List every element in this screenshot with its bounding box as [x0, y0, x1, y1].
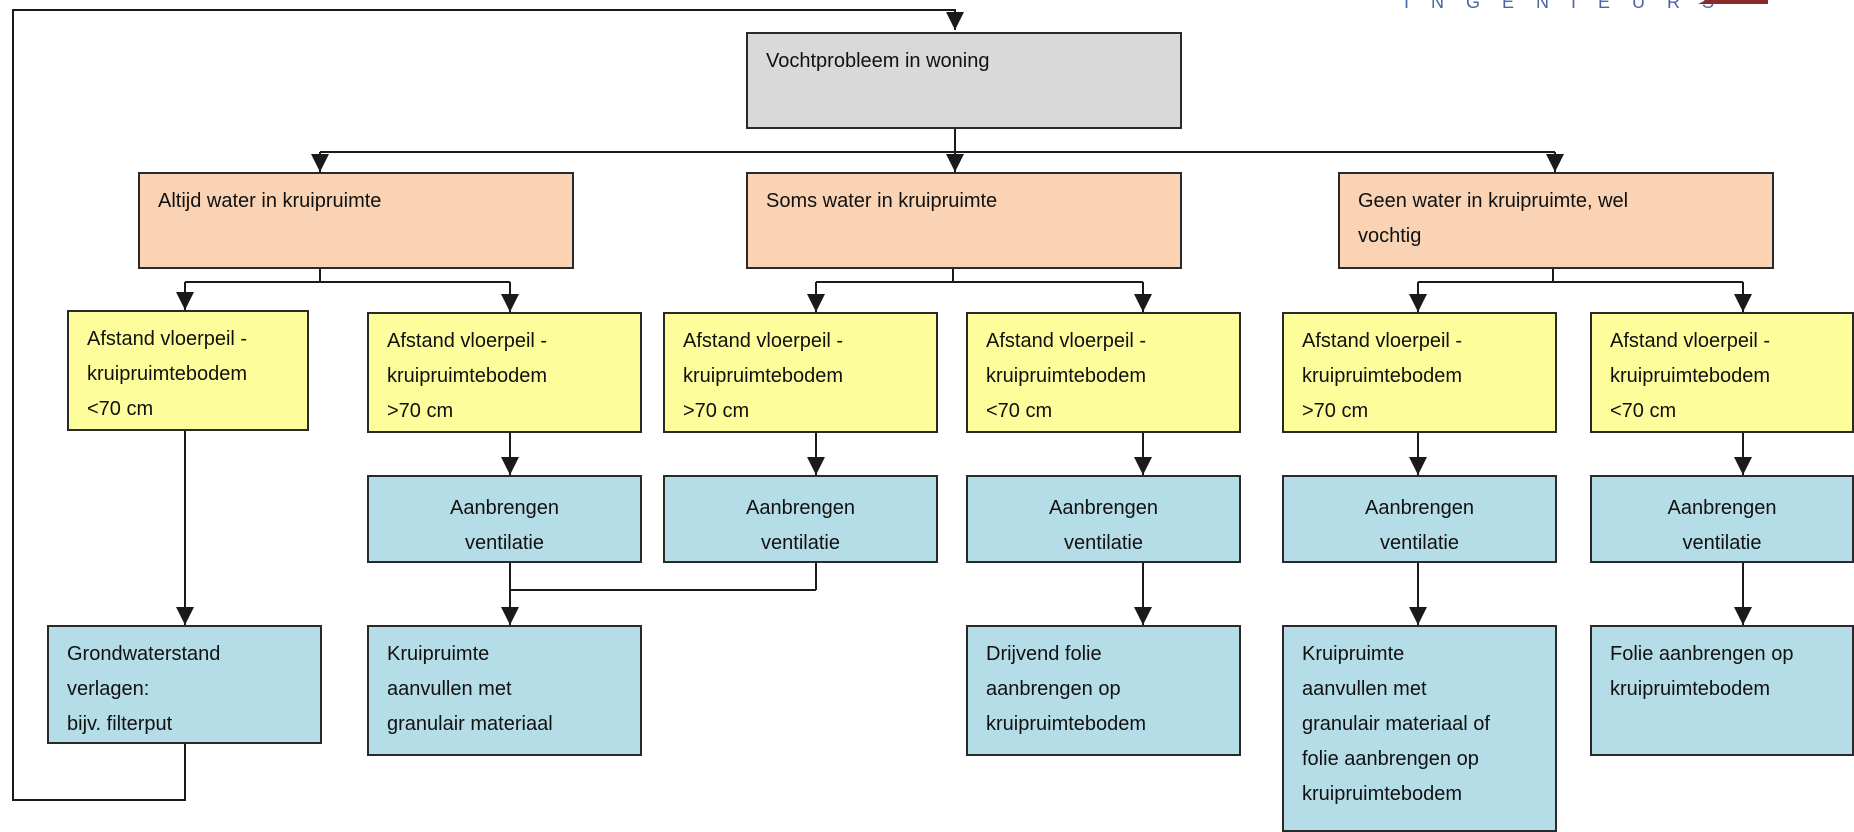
solution-line: Grondwaterstand: [67, 643, 221, 665]
solution-line: Folie aanbrengen op: [1610, 643, 1794, 665]
condition-box: Afstand vloerpeil - kruipruimtebodem <70…: [67, 310, 309, 431]
solution-line: Kruipruimte: [1302, 643, 1405, 665]
logo-text: INGENIEURS: [1404, 0, 1737, 12]
condition-line: kruipruimtebodem: [683, 365, 844, 387]
condition-line: >70 cm: [387, 400, 454, 422]
condition-line: <70 cm: [1610, 400, 1677, 422]
solution-line: Kruipruimte: [387, 643, 490, 665]
solution-line: bijv. filterput: [67, 713, 173, 735]
condition-box: Afstand vloerpeil - kruipruimtebodem >70…: [367, 312, 642, 433]
ventilation-line: Aanbrengen: [1667, 497, 1777, 519]
condition-line: >70 cm: [683, 400, 750, 422]
solution-line: folie aanbrengen op: [1302, 748, 1479, 770]
branch-box-no-water: Geen water in kruipruimte, wel vochtig: [1338, 172, 1774, 269]
condition-line: kruipruimtebodem: [87, 363, 248, 385]
condition-line: Afstand vloerpeil -: [1302, 330, 1463, 352]
solution-line: kruipruimtebodem: [986, 713, 1147, 735]
solution-box-granular-or-foil: Kruipruimte aanvullen met granulair mate…: [1282, 625, 1557, 832]
solution-box-foil: Folie aanbrengen op kruipruimtebodem: [1590, 625, 1854, 756]
condition-line: Afstand vloerpeil -: [387, 330, 548, 352]
solution-line: aanbrengen op: [986, 678, 1121, 700]
branch-line: Geen water in kruipruimte, wel: [1358, 190, 1629, 212]
condition-box: Afstand vloerpeil - kruipruimtebodem <70…: [966, 312, 1241, 433]
ventilation-box: Aanbrengen ventilatie: [1282, 475, 1557, 563]
branch-line: Altijd water in kruipruimte: [158, 190, 382, 212]
condition-box: Afstand vloerpeil - kruipruimtebodem >70…: [663, 312, 938, 433]
solution-box-groundwater: Grondwaterstand verlagen: bijv. filterpu…: [47, 625, 322, 744]
solution-box-floating-foil: Drijvend folie aanbrengen op kruipruimte…: [966, 625, 1241, 756]
condition-line: <70 cm: [986, 400, 1053, 422]
branch-box-sometimes-water: Soms water in kruipruimte: [746, 172, 1182, 269]
condition-box: Afstand vloerpeil - kruipruimtebodem <70…: [1590, 312, 1854, 433]
condition-line: <70 cm: [87, 398, 154, 420]
ventilation-line: Aanbrengen: [450, 497, 559, 519]
condition-line: Afstand vloerpeil -: [87, 328, 248, 350]
ventilation-line: ventilatie: [465, 532, 544, 554]
ventilation-line: Aanbrengen: [746, 497, 855, 519]
condition-line: kruipruimtebodem: [387, 365, 548, 387]
ventilation-line: Aanbrengen: [1049, 497, 1158, 519]
solution-line: aanvullen met: [1302, 678, 1427, 700]
condition-box: Afstand vloerpeil - kruipruimtebodem >70…: [1282, 312, 1557, 433]
ventilation-line: ventilatie: [1380, 532, 1459, 554]
condition-line: Afstand vloerpeil -: [986, 330, 1147, 352]
root-line: Vochtprobleem in woning: [766, 50, 990, 72]
branch-box-always-water: Altijd water in kruipruimte: [138, 172, 574, 269]
solution-line: granulair materiaal: [387, 713, 553, 735]
logo-mark-icon: [1698, 0, 1768, 4]
solution-box-granular: Kruipruimte aanvullen met granulair mate…: [367, 625, 642, 756]
branch-line: vochtig: [1358, 225, 1422, 247]
condition-line: Afstand vloerpeil -: [683, 330, 844, 352]
ventilation-box: Aanbrengen ventilatie: [966, 475, 1241, 563]
ventilation-box: Aanbrengen ventilatie: [367, 475, 642, 563]
condition-line: Afstand vloerpeil -: [1610, 330, 1771, 352]
branch-line: Soms water in kruipruimte: [766, 190, 998, 212]
solution-line: aanvullen met: [387, 678, 512, 700]
solution-line: granulair materiaal of: [1302, 713, 1490, 735]
ventilation-line: ventilatie: [1064, 532, 1143, 554]
ventilation-line: Aanbrengen: [1365, 497, 1474, 519]
solution-line: kruipruimtebodem: [1610, 678, 1771, 700]
condition-line: kruipruimtebodem: [1610, 365, 1771, 387]
condition-line: >70 cm: [1302, 400, 1369, 422]
ventilation-line: ventilatie: [1682, 532, 1762, 554]
root-box: Vochtprobleem in woning: [746, 32, 1182, 129]
ventilation-box: Aanbrengen ventilatie: [1590, 475, 1854, 563]
solution-line: verlagen:: [67, 678, 150, 700]
solution-line: Drijvend folie: [986, 643, 1102, 665]
ventilation-box: Aanbrengen ventilatie: [663, 475, 938, 563]
condition-line: kruipruimtebodem: [986, 365, 1147, 387]
condition-line: kruipruimtebodem: [1302, 365, 1463, 387]
ventilation-line: ventilatie: [761, 532, 840, 554]
solution-line: kruipruimtebodem: [1302, 783, 1463, 805]
